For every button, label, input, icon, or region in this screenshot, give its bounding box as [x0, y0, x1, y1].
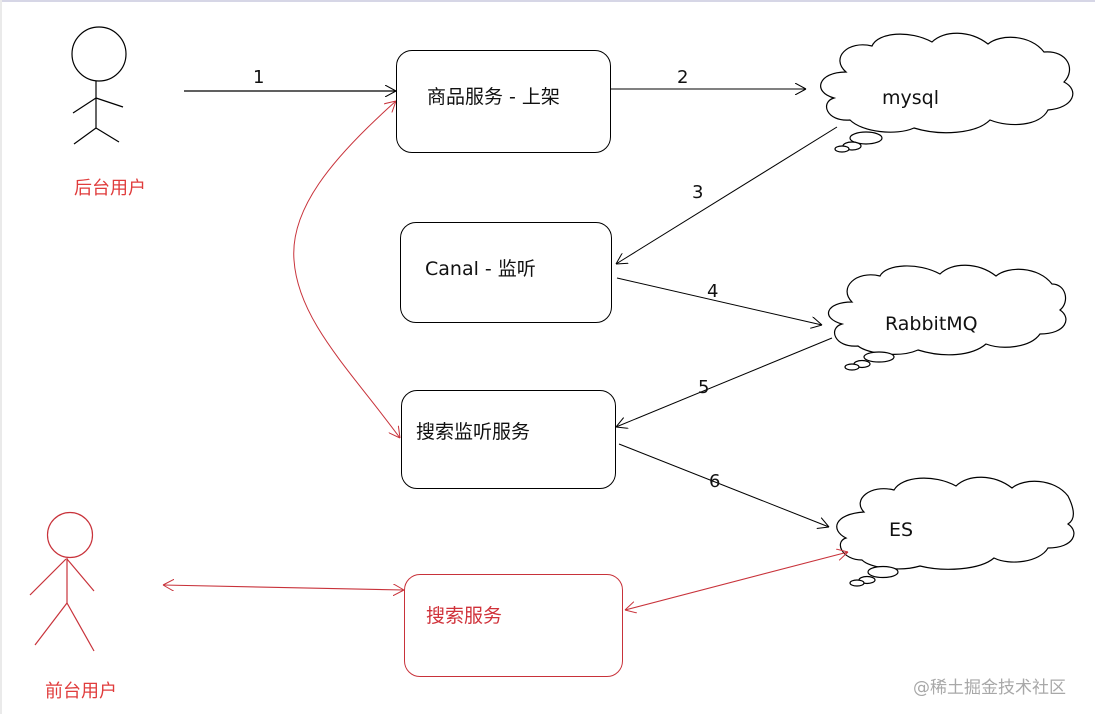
step-1-label: 1: [253, 67, 265, 88]
search-listener-label: 搜索监听服务: [416, 421, 531, 443]
rabbitmq-label: RabbitMQ: [885, 313, 978, 335]
backend-user-left-leg: [73, 127, 97, 145]
search-service-label: 搜索服务: [426, 605, 503, 627]
backend-user-actor-icon: [71, 26, 127, 145]
backend-user-right-leg: [95, 127, 120, 143]
frontend-user-head: [46, 511, 94, 559]
arrow-step-6: [618, 443, 829, 527]
step-3-label: 3: [692, 182, 704, 203]
backend-user-label: 后台用户: [74, 178, 146, 199]
search-listener-box[interactable]: 搜索监听服务: [401, 390, 616, 489]
step-6-label: 6: [709, 471, 721, 492]
frontend-user-left-leg: [34, 602, 68, 646]
mysql-label: mysql: [882, 87, 939, 109]
arrow-step-4: [616, 277, 822, 325]
arrow-search-service-to-frontend-user: [163, 585, 404, 590]
step-2-label: 2: [677, 67, 689, 88]
frontend-user-right-leg: [66, 602, 95, 652]
canal-label: Canal - 监听: [425, 258, 536, 280]
es-label: ES: [889, 519, 914, 541]
top-border: [0, 0, 1095, 2]
arrow-search-service-to-es: [625, 552, 848, 610]
mysql-cloud-icon: [820, 32, 1074, 153]
frontend-user-label: 前台用户: [45, 681, 117, 702]
arrow-step-5: [616, 337, 833, 427]
frontend-user-actor-icon: [29, 511, 95, 652]
backend-user-head: [71, 26, 127, 82]
product-service-label: 商品服务 - 上架: [427, 86, 560, 108]
rabbitmq-cloud-icon: [827, 264, 1067, 371]
left-border: [0, 0, 2, 714]
frontend-user-left-arm: [29, 558, 67, 596]
frontend-user-right-arm: [66, 558, 95, 592]
watermark: @稀土掘金技术社区: [913, 678, 1066, 698]
canal-box[interactable]: Canal - 监听: [400, 222, 612, 323]
arrow-product-to-search-listener: [293, 101, 400, 438]
backend-user-right-arm: [95, 97, 124, 108]
arrow-step-3: [616, 126, 838, 264]
search-service-box[interactable]: 搜索服务: [404, 574, 623, 677]
product-service-box[interactable]: 商品服务 - 上架: [396, 50, 611, 153]
backend-user-left-arm: [72, 97, 97, 114]
step-5-label: 5: [698, 377, 710, 398]
es-cloud-icon: [836, 476, 1075, 587]
step-4-label: 4: [707, 281, 719, 302]
